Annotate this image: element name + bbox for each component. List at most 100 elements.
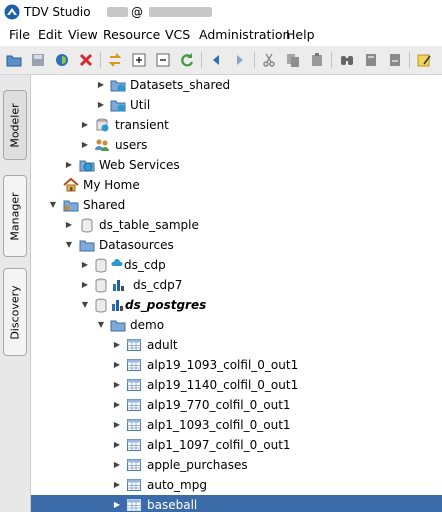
save-all-icon[interactable]: [53, 51, 71, 69]
menu-vcs[interactable]: VCS: [165, 27, 191, 42]
back-icon[interactable]: [207, 51, 225, 69]
expand-arrow-icon[interactable]: ▶: [81, 280, 89, 289]
resource-tree: ▶ Datasets_shared ▶ Util ▶ transient ▶ u…: [31, 75, 442, 512]
expand-arrow-icon[interactable]: ▶: [113, 460, 121, 469]
collapse-arrow-icon[interactable]: ▼: [97, 320, 105, 329]
shared-folder-icon: [63, 200, 79, 212]
tree-row[interactable]: ▶ apple_purchases: [31, 455, 442, 475]
menu-view[interactable]: View: [68, 27, 98, 42]
menu-resource[interactable]: Resource: [103, 27, 161, 42]
tree-label: baseball: [147, 498, 198, 512]
tree-row[interactable]: ▶ adult: [31, 335, 442, 355]
copy-icon[interactable]: [284, 51, 302, 69]
menu-help[interactable]: Help: [286, 27, 315, 42]
find-icon[interactable]: [362, 51, 380, 69]
toolbar-separator: [254, 52, 255, 68]
datasource-icon: [81, 218, 93, 233]
web-services-icon: [79, 160, 95, 172]
folder-icon: [110, 320, 126, 332]
db-globe-icon: [96, 118, 109, 132]
tree-row[interactable]: ▼ demo: [31, 315, 442, 335]
tree-row[interactable]: ▶ ds_table_sample: [31, 215, 442, 235]
forward-icon[interactable]: [231, 51, 249, 69]
tree-row[interactable]: ▼ ds_postgres: [31, 295, 442, 315]
datasource-icon: [95, 258, 107, 273]
tree-row[interactable]: My Home: [31, 175, 442, 195]
binoculars-icon[interactable]: [338, 51, 356, 69]
toolbar-separator: [100, 52, 101, 68]
add-icon[interactable]: [130, 51, 148, 69]
tab-discovery[interactable]: Discovery: [3, 268, 27, 356]
tree-row[interactable]: ▶ Util: [31, 95, 442, 115]
collapse-arrow-icon[interactable]: ▼: [81, 300, 89, 309]
tab-discovery-label: Discovery: [8, 284, 22, 340]
tab-manager[interactable]: Manager: [3, 175, 27, 257]
expand-arrow-icon[interactable]: ▶: [81, 120, 89, 129]
tree-label: My Home: [83, 178, 140, 192]
table-icon: [127, 459, 141, 471]
menu-administration[interactable]: Administration: [199, 27, 291, 42]
datasource-icon: [95, 298, 107, 313]
expand-arrow-icon[interactable]: ▶: [113, 500, 121, 509]
move-icon[interactable]: [106, 51, 124, 69]
expand-arrow-icon[interactable]: ▶: [113, 340, 121, 349]
expand-arrow-icon[interactable]: ▶: [81, 140, 89, 149]
open-folder-icon[interactable]: [5, 51, 23, 69]
tree-row[interactable]: ▶ auto_mpg: [31, 475, 442, 495]
redacted-username: [107, 7, 128, 17]
expand-arrow-icon[interactable]: ▶: [81, 260, 89, 269]
datasource-icon: [95, 278, 107, 293]
delete-icon[interactable]: [77, 51, 95, 69]
table-icon: [127, 399, 141, 411]
tree-row[interactable]: ▼ Shared: [31, 195, 442, 215]
tree-label: Datasets_shared: [130, 78, 231, 92]
tree-row-selected[interactable]: ▶ baseball: [31, 495, 442, 512]
tree-row[interactable]: ▶ alp19_1140_colfil_0_out1: [31, 375, 442, 395]
tree-row[interactable]: ▶ users: [31, 135, 442, 155]
table-icon: [127, 479, 141, 491]
expand-arrow-icon[interactable]: ▶: [113, 380, 121, 389]
expand-arrow-icon[interactable]: ▶: [97, 80, 105, 89]
table-icon: [127, 339, 141, 351]
collapse-arrow-icon[interactable]: ▼: [49, 200, 57, 209]
tree-row[interactable]: ▼ Datasources: [31, 235, 442, 255]
tree-label: alp19_1140_colfil_0_out1: [147, 378, 299, 392]
tree-row[interactable]: ▶ alp19_770_colfil_0_out1: [31, 395, 442, 415]
tree-row[interactable]: ▶ transient: [31, 115, 442, 135]
expand-arrow-icon[interactable]: ▶: [113, 480, 121, 489]
home-icon: [63, 177, 79, 192]
tree-row[interactable]: ▶ ds_cdp: [31, 255, 442, 275]
tab-modeler[interactable]: Modeler: [3, 90, 27, 160]
cut-icon[interactable]: [260, 51, 278, 69]
tree-row[interactable]: ▶ Datasets_shared: [31, 75, 442, 95]
save-icon[interactable]: [29, 51, 47, 69]
remove-icon[interactable]: [154, 51, 172, 69]
expand-arrow-icon[interactable]: ▶: [97, 100, 105, 109]
table-icon: [127, 499, 141, 511]
tree-row[interactable]: ▶ alp1_1093_colfil_0_out1: [31, 415, 442, 435]
tree-label: alp19_1093_colfil_0_out1: [147, 358, 299, 372]
menu-edit[interactable]: Edit: [38, 27, 63, 42]
tree-row[interactable]: ▶ ds_cdp7: [31, 275, 442, 295]
expand-arrow-icon[interactable]: ▶: [113, 360, 121, 369]
tree-row[interactable]: ▶ alp1_1097_colfil_0_out1: [31, 435, 442, 455]
tree-label: Web Services: [99, 158, 180, 172]
edit-icon[interactable]: [415, 51, 433, 69]
expand-arrow-icon[interactable]: ▶: [113, 440, 121, 449]
expand-arrow-icon[interactable]: ▶: [113, 420, 121, 429]
find-next-icon[interactable]: [386, 51, 404, 69]
expand-arrow-icon[interactable]: ▶: [65, 220, 73, 229]
refresh-icon[interactable]: [178, 51, 196, 69]
tree-row[interactable]: ▶ Web Services: [31, 155, 442, 175]
chart-badge-icon: [112, 300, 123, 311]
collapse-arrow-icon[interactable]: ▼: [65, 240, 73, 249]
tree-label: apple_purchases: [147, 458, 248, 472]
tree-row[interactable]: ▶ alp19_1093_colfil_0_out1: [31, 355, 442, 375]
expand-arrow-icon[interactable]: ▶: [65, 160, 73, 169]
paste-icon[interactable]: [308, 51, 326, 69]
tree-label: transient: [115, 118, 169, 132]
expand-arrow-icon[interactable]: ▶: [113, 400, 121, 409]
side-tabs: Modeler Manager Discovery: [0, 75, 31, 512]
menu-file[interactable]: File: [9, 27, 30, 42]
tree-label: alp1_1097_colfil_0_out1: [147, 438, 291, 452]
